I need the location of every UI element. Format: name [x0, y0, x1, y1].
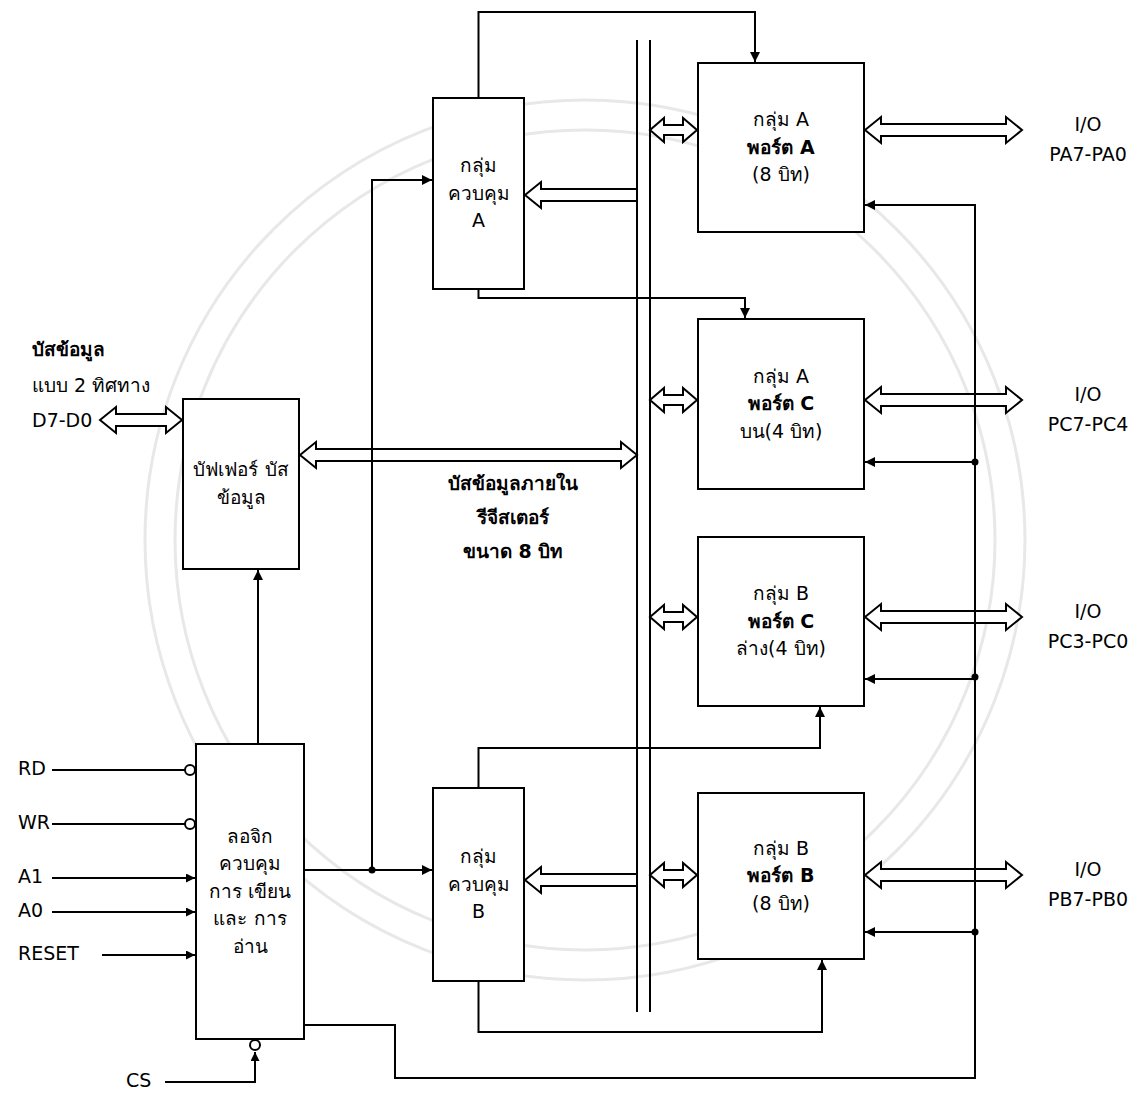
- port-box: กลุ่ม Aพอร์ต A(8 บิท): [697, 62, 865, 233]
- signal-name: CS: [126, 1069, 151, 1092]
- signal-name: WR: [18, 811, 50, 834]
- box-text: (8 บิท): [752, 161, 810, 189]
- pin-range: PC3-PC0: [1048, 630, 1128, 653]
- data-bus-arrow: [100, 407, 182, 433]
- internal-bus-line: [649, 40, 651, 1012]
- port-box: กลุ่ม Bพอร์ต Cล่าง(4 บิท): [697, 536, 865, 707]
- signal-name: RD: [18, 757, 46, 780]
- internal-bus-line: [636, 40, 638, 1012]
- bus-port-arrow: [650, 863, 697, 887]
- box-text: กลุ่ม B: [753, 580, 809, 608]
- bus-control-arrow: [525, 182, 637, 208]
- signal-line: [52, 823, 185, 825]
- control-group-box: กลุ่ม ควบคุม A: [432, 97, 525, 290]
- box-text: พอร์ต B: [747, 862, 814, 890]
- io-arrow: [865, 387, 1022, 413]
- signal-name: D7-D0: [32, 409, 92, 432]
- box-text: (8 บิท): [752, 890, 810, 918]
- junction-dots: [369, 459, 979, 936]
- box-text: กลุ่ม A: [753, 106, 809, 134]
- control-connector: [257, 570, 259, 743]
- bus-label: แบบ 2 ทิศทาง: [32, 374, 150, 397]
- signal-line: [52, 769, 185, 771]
- io-arrow: [865, 117, 1022, 143]
- control-connector: [305, 205, 975, 1078]
- box-text: พอร์ต C: [748, 390, 815, 418]
- control-connector: [305, 180, 432, 870]
- signal-name: A1: [18, 865, 43, 888]
- box-text: ล่าง(4 บิท): [736, 635, 826, 663]
- control-connector: [305, 869, 432, 871]
- control-connector: [479, 290, 746, 318]
- inversion-bubble: [185, 765, 195, 775]
- box-text: กลุ่ม A: [753, 363, 809, 391]
- port-box: กลุ่ม Aพอร์ต Cบน(4 บิท): [697, 318, 865, 490]
- signal-line: [52, 911, 195, 913]
- control-connector: [305, 932, 975, 1078]
- box-text: กลุ่ม ควบคุม B: [439, 843, 518, 926]
- bus-port-arrow: [650, 605, 697, 629]
- box-text: ลอจิก ควบคุม การ เขียน และ การอ่าน: [202, 823, 298, 961]
- io-arrow: [865, 604, 1022, 630]
- signal-name: RESET: [18, 942, 79, 965]
- pin-range: PA7-PA0: [1049, 143, 1127, 166]
- io-label: I/O: [1075, 383, 1102, 406]
- box-text: กลุ่ม B: [753, 835, 809, 863]
- control-connector: [479, 960, 823, 1032]
- box-text: กลุ่ม ควบคุม A: [439, 152, 518, 235]
- bus-label: บัสข้อมูลภายใน: [448, 472, 578, 495]
- box-text: บน(4 บิท): [740, 418, 823, 446]
- pin-range: PC7-PC4: [1048, 413, 1128, 436]
- io-arrow: [865, 862, 1022, 888]
- control-connector: [305, 679, 975, 1078]
- io-label: I/O: [1075, 600, 1102, 623]
- bus-port-arrow: [650, 388, 697, 412]
- inversion-bubble: [185, 819, 195, 829]
- signal-name: A0: [18, 899, 43, 922]
- bus-control-arrow: [525, 867, 637, 893]
- box-text: พอร์ต A: [747, 134, 814, 162]
- inversion-bubble: [250, 1040, 260, 1050]
- control-connector: [305, 462, 975, 1078]
- bus-label: รีจีสเตอร์: [477, 506, 549, 529]
- bus-label: บัสข้อมูล: [32, 338, 105, 361]
- box-text: บัฟเฟอร์ บัส ข้อมูล: [189, 456, 293, 511]
- bus-label: ขนาด 8 บิท: [463, 540, 563, 563]
- box-text: พอร์ต C: [748, 608, 815, 636]
- pin-range: PB7-PB0: [1048, 888, 1128, 911]
- signal-line: [165, 1052, 255, 1082]
- io-label: I/O: [1075, 858, 1102, 881]
- signal-line: [102, 954, 195, 956]
- bus-port-arrow: [650, 118, 697, 142]
- port-box: กลุ่ม Bพอร์ต B(8 บิท): [697, 792, 865, 960]
- signal-line: [52, 877, 195, 879]
- control-connector: [479, 707, 821, 787]
- internal-bus-arrow: [300, 442, 637, 468]
- control-group-box: กลุ่ม ควบคุม B: [432, 787, 525, 982]
- io-label: I/O: [1075, 113, 1102, 136]
- bus-buffer-box: บัฟเฟอร์ บัส ข้อมูล: [182, 398, 300, 570]
- control-logic-box: ลอจิก ควบคุม การ เขียน และ การอ่าน: [195, 743, 305, 1040]
